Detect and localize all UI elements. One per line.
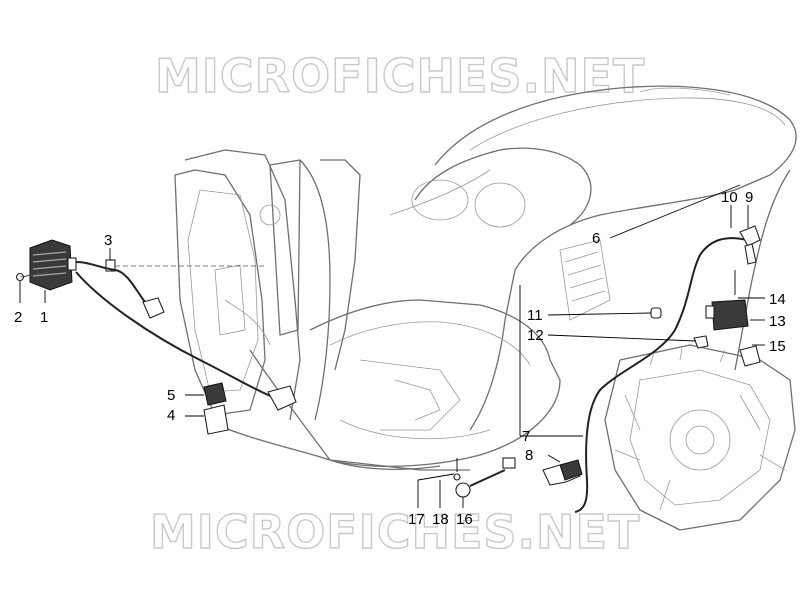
label-part-3: 3 (104, 232, 112, 249)
ignition-cable (574, 237, 748, 513)
part-relay (203, 382, 229, 435)
label-part-4: 4 (167, 407, 175, 424)
part-washer-18 (453, 473, 461, 481)
watermark-top: MICROFICHES.NET (155, 49, 645, 103)
part-grommet-11 (650, 307, 662, 319)
part-voltage-regulator (29, 239, 77, 291)
label-part-1: 1 (40, 309, 48, 326)
label-part-11: 11 (527, 307, 543, 324)
label-part-18: 18 (432, 511, 449, 528)
part-number-labels: 2 1 3 5 4 6 10 9 11 12 14 13 15 7 8 17 1… (14, 189, 786, 528)
scooter-body-frame (174, 85, 797, 471)
label-part-10: 10 (721, 189, 738, 206)
part-clip-3 (105, 259, 116, 272)
watermark-bottom: MICROFICHES.NET (150, 505, 640, 559)
part-screw-2 (15, 272, 31, 282)
label-part-6: 6 (592, 230, 600, 247)
part-sensor-16 (455, 457, 516, 498)
regulator-wiring (75, 261, 297, 411)
label-part-15: 15 (769, 338, 786, 355)
label-part-17: 17 (408, 511, 425, 528)
part-ignition-coil (705, 299, 749, 331)
label-part-8: 8 (525, 447, 533, 464)
label-part-12: 12 (527, 327, 544, 344)
label-part-7: 7 (522, 428, 530, 445)
label-part-5: 5 (167, 387, 175, 404)
part-clamp-12 (693, 335, 709, 349)
label-part-16: 16 (456, 511, 473, 528)
label-part-14: 14 (769, 291, 786, 308)
part-sensor-8 (542, 459, 583, 486)
label-part-13: 13 (769, 313, 786, 330)
label-part-9: 9 (745, 189, 753, 206)
engine-block (604, 344, 796, 531)
part-clip-15 (739, 345, 761, 367)
part-spark-plug-cap (739, 225, 761, 265)
leader-lines (19, 184, 765, 508)
label-part-2: 2 (14, 309, 22, 326)
